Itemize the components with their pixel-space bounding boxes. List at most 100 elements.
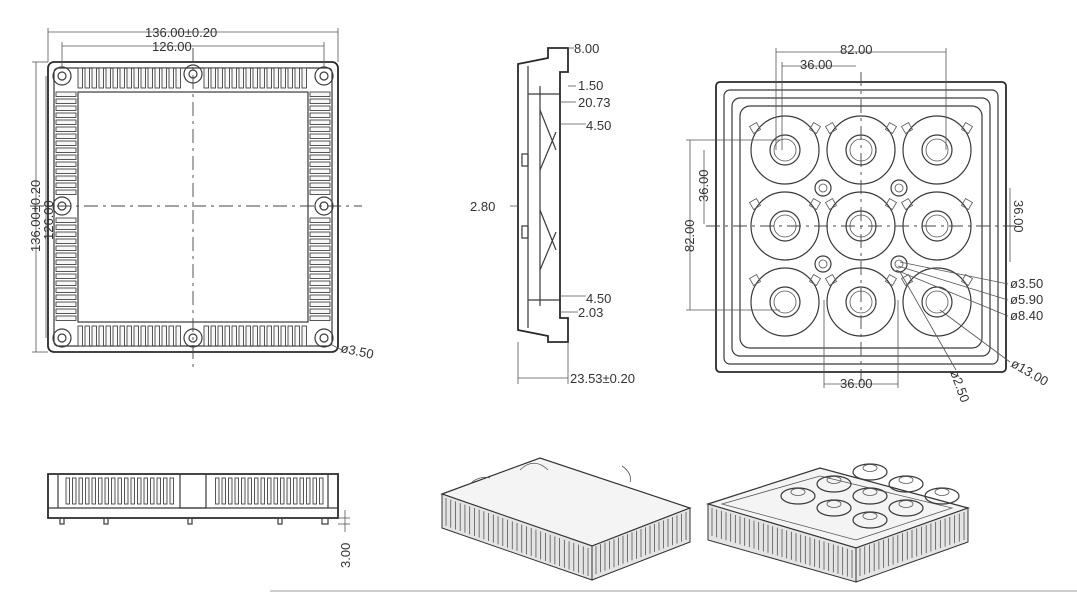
fin (137, 477, 142, 505)
dim-base: 2.03 (578, 305, 603, 320)
dim-hole-pitch-y: 126.00 (41, 200, 56, 240)
fin (260, 477, 265, 505)
fin (154, 67, 160, 89)
fin (55, 189, 77, 195)
dim-pitch-bottom: 36.00 (840, 376, 873, 391)
fin (175, 67, 181, 89)
fin (309, 217, 331, 223)
front-view: 136.00±0.20 126.00 136.00±0.20 126.00 ø3… (28, 25, 375, 370)
lens (900, 115, 974, 185)
fin (280, 477, 285, 505)
iso-lens (888, 475, 924, 493)
fin (309, 154, 331, 160)
fin (112, 325, 118, 347)
fin (55, 147, 77, 153)
fin (309, 301, 331, 307)
iso-lens (852, 511, 888, 529)
fin (309, 140, 331, 146)
fin (65, 477, 70, 505)
fin (84, 325, 90, 347)
fin (55, 266, 77, 272)
fin (78, 477, 83, 505)
fin (273, 67, 279, 89)
fin (309, 259, 331, 265)
dim-overall-width: 136.00±0.20 (145, 25, 217, 40)
fin (55, 182, 77, 188)
dim-corner-hole: ø3.50 (339, 340, 375, 362)
fin (85, 477, 90, 505)
fin (286, 477, 291, 505)
fin (150, 477, 155, 505)
fin (306, 477, 311, 505)
fin (55, 252, 77, 258)
fin (55, 238, 77, 244)
fin (55, 294, 77, 300)
fin (309, 126, 331, 132)
fin (161, 67, 167, 89)
fin (217, 325, 223, 347)
fin (98, 477, 103, 505)
dim-pitch-right: 36.00 (1011, 200, 1026, 233)
fin (234, 477, 239, 505)
fin (210, 67, 216, 89)
fin-row-side (65, 477, 324, 505)
fin (55, 161, 77, 167)
fin (309, 91, 331, 97)
fin (55, 91, 77, 97)
fin (231, 325, 237, 347)
fin (287, 67, 293, 89)
fin (309, 105, 331, 111)
fin (55, 280, 77, 286)
isometric-view-lens (705, 463, 971, 583)
fin (252, 325, 258, 347)
fin (210, 325, 216, 347)
fin (130, 477, 135, 505)
dim-pitch-inner-top: 36.00 (800, 57, 833, 72)
fin (203, 325, 209, 347)
dim-hole-pitch-x: 126.00 (152, 39, 192, 54)
side-section-view: 8.00 1.50 20.73 4.50 2.80 4.50 2.03 23.5… (470, 41, 635, 386)
fin (126, 67, 132, 89)
fin (309, 287, 331, 293)
fin (55, 133, 77, 139)
fin (309, 308, 331, 314)
fin (72, 477, 77, 505)
bottom-view: 3.00 (47, 473, 353, 568)
screw-boss (814, 179, 832, 197)
fin (238, 67, 244, 89)
fin-row-left (55, 91, 77, 321)
fin (55, 315, 77, 321)
fin (245, 67, 251, 89)
fin (293, 477, 298, 505)
fin (84, 67, 90, 89)
fin (238, 325, 244, 347)
iso-lens (924, 487, 960, 505)
fin (309, 224, 331, 230)
fin (98, 325, 104, 347)
fin (55, 287, 77, 293)
fin (168, 67, 174, 89)
fin (55, 224, 77, 230)
fin-row-bottom (77, 325, 307, 347)
fin (309, 119, 331, 125)
fin (309, 252, 331, 258)
fin (104, 477, 109, 505)
iso-lens (888, 499, 924, 517)
fin (228, 477, 233, 505)
fin (280, 67, 286, 89)
dim-overall-height: 136.00±0.20 (28, 180, 43, 252)
dim-overall-height-side: 23.53±0.20 (570, 371, 635, 386)
fin (124, 477, 129, 505)
iso-lens (852, 487, 888, 505)
iso-lens-grid (780, 463, 960, 529)
dim-lower-rib: 4.50 (586, 291, 611, 306)
fin (117, 477, 122, 505)
fin (105, 325, 111, 347)
fin (309, 133, 331, 139)
back-view: 82.00 36.00 82.00 36.00 36.00 36.00 ø3.5… (682, 42, 1051, 404)
dim-top-step: 8.00 (574, 41, 599, 56)
fin-row-top (77, 67, 307, 89)
fin (77, 67, 83, 89)
fin (309, 273, 331, 279)
fin (169, 477, 174, 505)
